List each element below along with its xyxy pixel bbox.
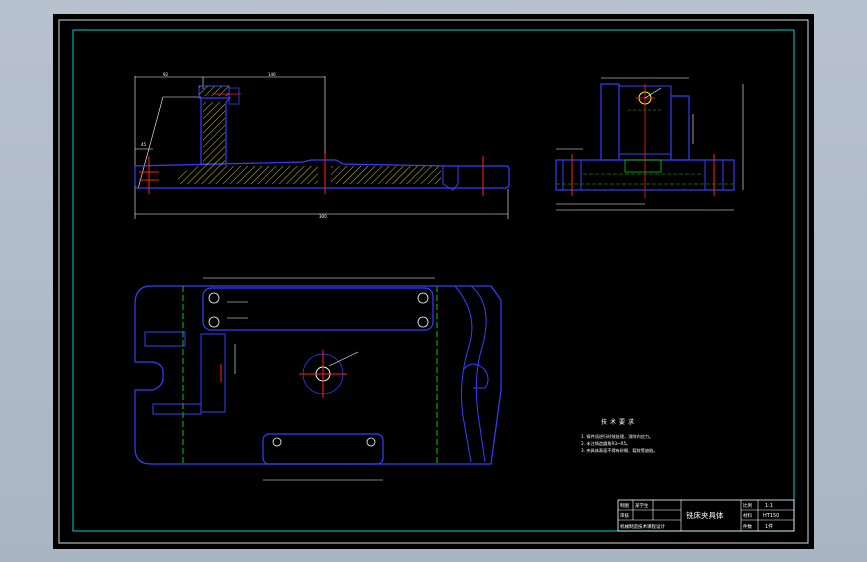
- title-block: 制图 审核 某学生 机械制造技术课程设计 铣床夹具体 比例 1:1 材料 HT1…: [617, 499, 795, 532]
- scale-value: 1:1: [765, 503, 773, 509]
- svg-text:92: 92: [163, 72, 169, 77]
- svg-text:45: 45: [141, 142, 147, 147]
- outer-frame: [58, 19, 809, 544]
- tech-requirement-3: 3. 夹具体表面不得有砂眼、裂纹等缺陷。: [581, 447, 658, 454]
- front-section-view: 92 146 300 45: [134, 72, 510, 219]
- count-label: 件数: [743, 523, 752, 530]
- tech-requirements: 技术要求 1. 铸件须进行时效处理，消除内应力。 2. 未注铸造圆角R3~R5。…: [581, 418, 658, 454]
- svg-text:146: 146: [268, 72, 276, 77]
- material-label: 材料: [743, 512, 752, 519]
- drawing-canvas: 92 146 300 45: [58, 19, 809, 544]
- part-name: 铣床夹具体: [686, 510, 724, 520]
- count-value: 1件: [765, 523, 773, 530]
- inner-frame: [72, 29, 795, 532]
- svg-text:300: 300: [319, 214, 327, 219]
- designer-name: 某学生: [635, 502, 649, 509]
- row-label-check: 审核: [620, 512, 629, 519]
- tech-requirement-2: 2. 未注铸造圆角R3~R5。: [581, 440, 630, 447]
- tech-requirements-heading: 技术要求: [601, 418, 637, 426]
- top-view: [134, 277, 502, 481]
- footer-note: 机械制造技术课程设计: [620, 523, 665, 530]
- side-view: [555, 77, 744, 211]
- drawing-viewport[interactable]: 92 146 300 45: [53, 14, 814, 549]
- row-label-draw: 制图: [620, 502, 629, 509]
- scale-label: 比例: [743, 502, 752, 509]
- material-value: HT150: [763, 513, 779, 519]
- tech-requirement-1: 1. 铸件须进行时效处理，消除内应力。: [581, 433, 653, 440]
